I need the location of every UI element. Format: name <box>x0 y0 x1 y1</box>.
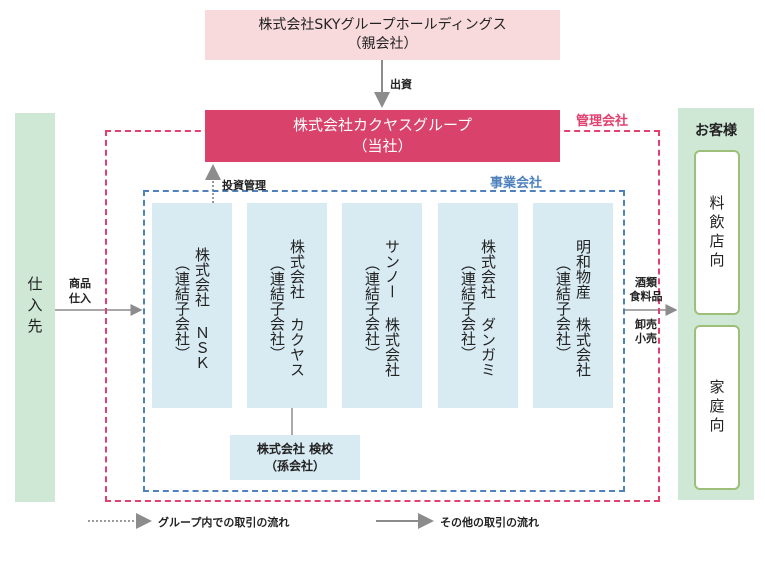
supplier-box: 仕入先 <box>15 113 55 502</box>
subsidiary-sanno-label: サンノー 株式会社 （連結子会社） <box>363 239 401 377</box>
subsidiary-meiwa-bussan: 明和物産 株式会社 （連結子会社） <box>533 203 613 408</box>
supplier-flow-line1: 商品 <box>69 277 91 290</box>
investment-mgmt-label: 投資管理 <box>222 179 266 192</box>
sales-flow-line1: 酒類 <box>635 276 657 289</box>
subsidiary-nsk-label: 株式会社 ＮＳＫ （連結子会社） <box>173 246 211 370</box>
invest-label: 出資 <box>390 78 412 91</box>
company-box: 株式会社カクヤスグループ （当社） <box>205 110 560 162</box>
parent-company-box: 株式会社SKYグループホールディングス （親会社） <box>205 10 560 60</box>
supplier-flow-label: 商品 仕入 <box>60 276 100 306</box>
subsidiary-meiwa-bussan-label: 明和物産 株式会社 （連結子会社） <box>554 239 592 377</box>
parent-company-name: 株式会社SKYグループホールディングス <box>258 17 507 33</box>
sales-flow-line2: 食料品 <box>629 290 663 303</box>
subsidiary-dangami-label: 株式会社 ダンガミ （連結子会社） <box>459 239 497 377</box>
customer-restaurant-box: 料飲店向 <box>694 150 740 315</box>
sales-flow-label-top: 酒類 食料品 <box>626 276 666 304</box>
company-name: 株式会社カクヤスグループ <box>292 116 473 134</box>
customer-restaurant-label: 料飲店向 <box>707 194 726 271</box>
grandchild-name: 株式会社 検校 <box>256 441 334 456</box>
subsidiary-kakuyasu-label: 株式会社 カクヤス （連結子会社） <box>268 239 306 377</box>
subsidiary-sanno: サンノー 株式会社 （連結子会社） <box>342 203 422 408</box>
grandchild-company-box: 株式会社 検校 （孫会社） <box>230 435 360 480</box>
parent-company-role: （親会社） <box>347 36 418 52</box>
customer-home-label: 家庭向 <box>707 379 726 436</box>
operating-company-label: 事業会社 <box>490 176 543 191</box>
management-company-label: 管理会社 <box>576 114 629 129</box>
supplier-flow-line2: 仕入 <box>69 292 91 305</box>
sales-flow-label-bottom: 卸売 小売 <box>626 318 666 346</box>
subsidiary-nsk: 株式会社 ＮＳＫ （連結子会社） <box>152 203 232 408</box>
customer-title: お客様 <box>695 123 737 139</box>
subsidiary-dangami: 株式会社 ダンガミ （連結子会社） <box>438 203 518 408</box>
customer-home-box: 家庭向 <box>694 325 740 490</box>
supplier-label: 仕入先 <box>25 276 44 339</box>
operating-company-frame <box>143 190 625 492</box>
sales-flow-line4: 小売 <box>635 332 657 345</box>
legend-group-flow-label: グループ内での取引の流れ <box>158 516 290 529</box>
legend-other-flow-label: その他の取引の流れ <box>440 516 539 529</box>
company-role: （当社） <box>352 137 413 155</box>
subsidiary-kakuyasu: 株式会社 カクヤス （連結子会社） <box>247 203 327 408</box>
grandchild-role: （孫会社） <box>264 458 325 473</box>
sales-flow-line3: 卸売 <box>635 318 657 331</box>
